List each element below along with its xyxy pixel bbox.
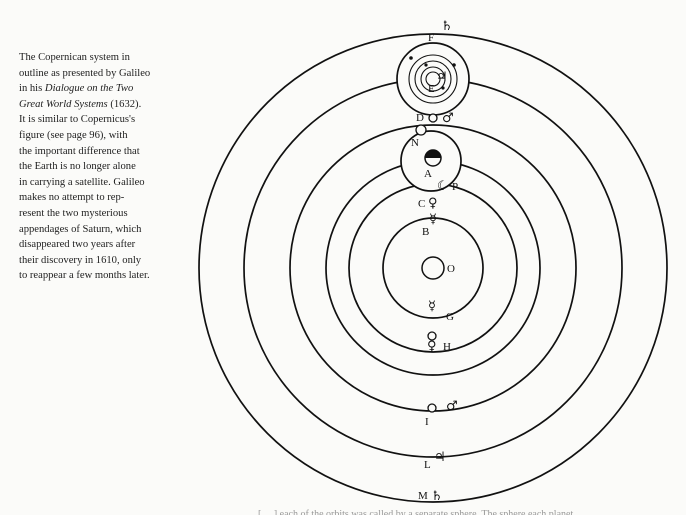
earth-shadow: [425, 150, 441, 158]
label-E: E: [428, 83, 435, 95]
label-A: A: [424, 168, 432, 180]
caption-line: in his Dialogue on the Two: [19, 81, 189, 97]
caption-line: their discovery in 1610, only: [19, 254, 142, 266]
mars-icon: ♂: [442, 111, 454, 126]
caption-line: disappeared two years after: [19, 239, 136, 251]
sun: [421, 256, 445, 280]
caption-line: to reappear a few months later.: [19, 270, 150, 282]
caption-line: the Earth is no longer alone: [19, 161, 136, 173]
caption-line: appendages of Saturn, which: [19, 223, 142, 235]
jupiter-moon: [409, 56, 413, 60]
label-B: B: [422, 226, 429, 238]
jupiter-moon-orbit: [425, 71, 441, 87]
caption-year: (1632).: [110, 98, 142, 110]
label-F: F: [428, 32, 434, 44]
jupiter-moon: [424, 63, 428, 67]
mercury-icon: ☿: [429, 212, 437, 227]
jupiter-moon: [452, 63, 456, 67]
saturn-icon: ♄: [441, 19, 453, 34]
venus-icon-lower: ♀: [427, 339, 437, 354]
caption-line: The Copernican system in: [19, 52, 130, 63]
saturn-orbit: [198, 33, 668, 503]
label-P: P: [452, 181, 458, 193]
caption-line: resent the two mysterious: [19, 207, 128, 219]
book-title-part-1: Dialogue on the Two: [44, 83, 134, 95]
caption-line: makes no attempt to rep-: [19, 192, 125, 204]
jupiter-icon-inner: ♃: [436, 70, 448, 85]
label-C: C: [418, 198, 425, 210]
label-G: G: [446, 311, 454, 323]
saturn-icon-lower: ♄: [431, 489, 443, 504]
label-I: I: [425, 416, 429, 428]
caption-line: It is similar to Copernicus's: [19, 114, 136, 126]
caption-line: Great World Systems (1632).: [19, 97, 189, 113]
label-L: L: [424, 459, 431, 471]
jupiter-moon-orbit: [414, 60, 452, 98]
venus-planet: [427, 331, 437, 341]
jupiter-moon-orbit: [420, 66, 446, 92]
label-H: H: [443, 341, 451, 353]
jupiter-moon: [441, 86, 445, 90]
caption-text: in his: [19, 83, 43, 95]
jupiter-moon-orbit: [408, 54, 458, 104]
caption-line: outline as presented by Galileo: [19, 67, 151, 79]
figure-caption: The Copernican system in outline as pres…: [19, 50, 189, 284]
moon: [415, 124, 427, 136]
mercury-icon-lower: ☿: [428, 299, 436, 314]
caption-line: in carrying a satellite. Galileo: [19, 176, 145, 188]
mercury-orbit: [382, 217, 484, 319]
cutoff-body-text: [ ... ] each of the orbits was called by…: [258, 509, 584, 515]
book-title-part-2: Great World Systems: [19, 98, 108, 110]
mars-planet-lower: [427, 403, 437, 413]
caption-line: figure (see page 96), with: [19, 129, 128, 141]
label-O: O: [447, 263, 455, 275]
venus-icon: ♀: [428, 196, 438, 211]
jupiter-system: [396, 42, 470, 116]
mars-icon-lower: ♂: [446, 399, 458, 414]
label-M: M: [418, 490, 428, 502]
jupiter-icon: ♃: [434, 450, 446, 465]
label-N: N: [411, 137, 419, 149]
mars-planet: [428, 113, 438, 123]
caption-line: the important difference that: [19, 145, 140, 157]
moon-icon: ☾: [437, 179, 449, 194]
label-D: D: [416, 112, 424, 124]
